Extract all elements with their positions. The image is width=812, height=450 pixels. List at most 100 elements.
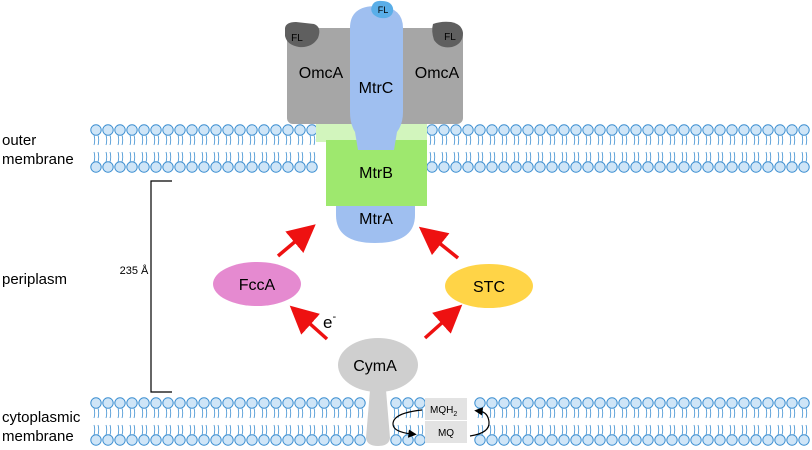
lipid-tail (253, 424, 256, 435)
lipid-head (582, 397, 594, 409)
lipid-head (570, 434, 582, 446)
lipid-tail (601, 135, 604, 146)
lipid-tail (493, 424, 496, 435)
lipid-tail (253, 151, 256, 162)
lipid-head (738, 397, 750, 409)
lipid-head (318, 434, 330, 446)
lipid-tail (109, 424, 112, 435)
lipid-tail (745, 135, 748, 146)
lipid-tail (729, 424, 732, 435)
lipid-tail (753, 135, 756, 146)
lipid-head (678, 124, 690, 136)
lipid-head (762, 397, 774, 409)
lipid-tail (541, 424, 544, 435)
lipid-head (90, 161, 102, 173)
lipid-head (258, 124, 270, 136)
lipid-head (606, 397, 618, 409)
lipid-head (582, 434, 594, 446)
lipid-head (558, 161, 570, 173)
lipid-tail (733, 408, 736, 419)
lipid-tail (501, 151, 504, 162)
lipid-tail (253, 408, 256, 419)
lipid-tail (693, 424, 696, 435)
lipid-tail (753, 424, 756, 435)
lipid-tail (721, 424, 724, 435)
lipid-head (438, 124, 450, 136)
mtra-label: MtrA (359, 211, 393, 228)
lipid-tail (609, 424, 612, 435)
lipid-head (318, 397, 330, 409)
lipid-tail (745, 151, 748, 162)
lipid-tail (289, 408, 292, 419)
lipid-head (534, 434, 546, 446)
lipid-head (126, 124, 138, 136)
lipid-tail (145, 424, 148, 435)
lipid-head (654, 124, 666, 136)
lipid-tail (445, 151, 448, 162)
lipid-tail (109, 408, 112, 419)
lipid-tail (601, 424, 604, 435)
lipid-tail (285, 408, 288, 419)
lipid-tail (121, 135, 124, 146)
lipid-tail (589, 424, 592, 435)
lipid-head (642, 124, 654, 136)
lipid-head (534, 397, 546, 409)
lipid-tail (465, 151, 468, 162)
fl-right-label: FL (444, 32, 456, 43)
lipid-tail (769, 151, 772, 162)
lipid-tail (153, 135, 156, 146)
lipid-tail (805, 424, 808, 435)
lipid-tail (393, 408, 396, 419)
lipid-tail (673, 135, 676, 146)
lipid-tail (253, 135, 256, 146)
lipid-tail (297, 151, 300, 162)
lipid-tail (513, 408, 516, 419)
lipid-head (594, 161, 606, 173)
lipid-tail (709, 424, 712, 435)
lipid-head (534, 124, 546, 136)
lipid-head (594, 124, 606, 136)
lipid-tail (169, 151, 172, 162)
lipid-tail (141, 151, 144, 162)
lipid-tail (229, 135, 232, 146)
lipid-tail (361, 424, 364, 435)
lipid-tail (529, 135, 532, 146)
lipid-tail (505, 408, 508, 419)
lipid-head (522, 397, 534, 409)
lipid-tail (633, 424, 636, 435)
lipid-tail (741, 135, 744, 146)
lipid-tail (105, 135, 108, 146)
lipid-tail (265, 135, 268, 146)
lipid-head (738, 124, 750, 136)
lipid-tail (325, 408, 328, 419)
lipid-tail (109, 151, 112, 162)
lipid-tail (765, 424, 768, 435)
lipid-tail (477, 424, 480, 435)
lipid-tail (285, 135, 288, 146)
lipid-head (642, 397, 654, 409)
lipid-tail (537, 408, 540, 419)
lipid-tail (297, 408, 300, 419)
lipid-tail (309, 135, 312, 146)
lipid-tail (661, 408, 664, 419)
lipid-tail (481, 424, 484, 435)
lipid-head (774, 124, 786, 136)
lipid-tail (489, 135, 492, 146)
lipid-tail (201, 151, 204, 162)
lipid-tail (205, 424, 208, 435)
lipid-tail (765, 151, 768, 162)
lipid-tail (505, 151, 508, 162)
lipid-tail (301, 135, 304, 146)
lipid-tail (549, 151, 552, 162)
electron-sup: - (332, 311, 336, 323)
lipid-head (702, 124, 714, 136)
lipid-tail (561, 135, 564, 146)
lipid-tail (129, 408, 132, 419)
lipid-head (414, 397, 426, 409)
lipid-tail (513, 424, 516, 435)
lipid-tail (169, 424, 172, 435)
lipid-head (198, 397, 210, 409)
lipid-tail (189, 135, 192, 146)
lipid-tail (165, 151, 168, 162)
lipid-tail (525, 424, 528, 435)
